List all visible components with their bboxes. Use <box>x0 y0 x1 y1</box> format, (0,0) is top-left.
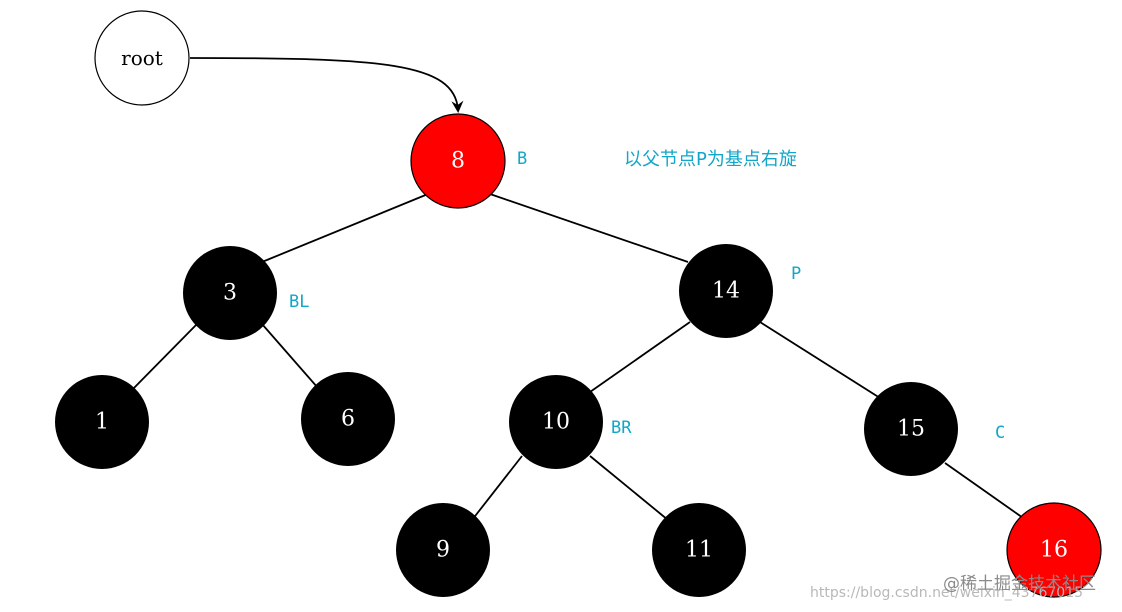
node-1-label: 1 <box>95 410 109 435</box>
edge-14-15 <box>759 321 881 399</box>
node-9: 9 <box>396 503 490 597</box>
node-6: 6 <box>301 372 395 466</box>
tag-b: B <box>517 149 527 169</box>
node-10: 10 <box>509 375 603 469</box>
edge-14-10 <box>589 321 691 393</box>
node-11-label: 11 <box>685 538 713 563</box>
edge-8-14 <box>489 193 689 263</box>
edge-15-16 <box>944 462 1027 521</box>
tag-c: C <box>995 423 1005 443</box>
node-16-label: 16 <box>1040 538 1068 563</box>
node-15: 15 <box>864 382 958 476</box>
root-node: root <box>94 10 190 106</box>
node-8-label: 8 <box>451 149 465 174</box>
node-8: 8 <box>410 113 506 209</box>
node-9-label: 9 <box>436 538 450 563</box>
node-14-label: 14 <box>712 279 740 304</box>
tag-p: P <box>791 264 801 284</box>
edge-10-11 <box>589 455 669 521</box>
edge-8-3 <box>261 193 429 263</box>
root-pointer-arrow <box>189 57 464 113</box>
rotation-note: 以父节点P为基点右旋 <box>624 149 797 170</box>
node-6-label: 6 <box>341 407 355 432</box>
edge-10-9 <box>471 455 523 521</box>
watermark-url: https://blog.csdn.net/weixin_43767015 <box>810 585 1083 601</box>
root-label: root <box>121 46 163 70</box>
node-10-label: 10 <box>542 410 570 435</box>
edge-3-6 <box>261 323 319 389</box>
node-16: 16 <box>1006 502 1102 598</box>
node-3: 3 <box>183 246 277 340</box>
node-14: 14 <box>679 244 773 338</box>
node-11: 11 <box>652 503 746 597</box>
node-1: 1 <box>55 375 149 469</box>
node-3-label: 3 <box>223 281 237 306</box>
tag-br: BR <box>611 418 632 438</box>
watermark-brand: @稀土掘金技术社区 <box>943 574 1096 594</box>
tag-bl: BL <box>289 292 309 312</box>
node-8-circle <box>410 113 506 209</box>
node-15-label: 15 <box>897 417 925 442</box>
edge-3-1 <box>129 323 198 393</box>
